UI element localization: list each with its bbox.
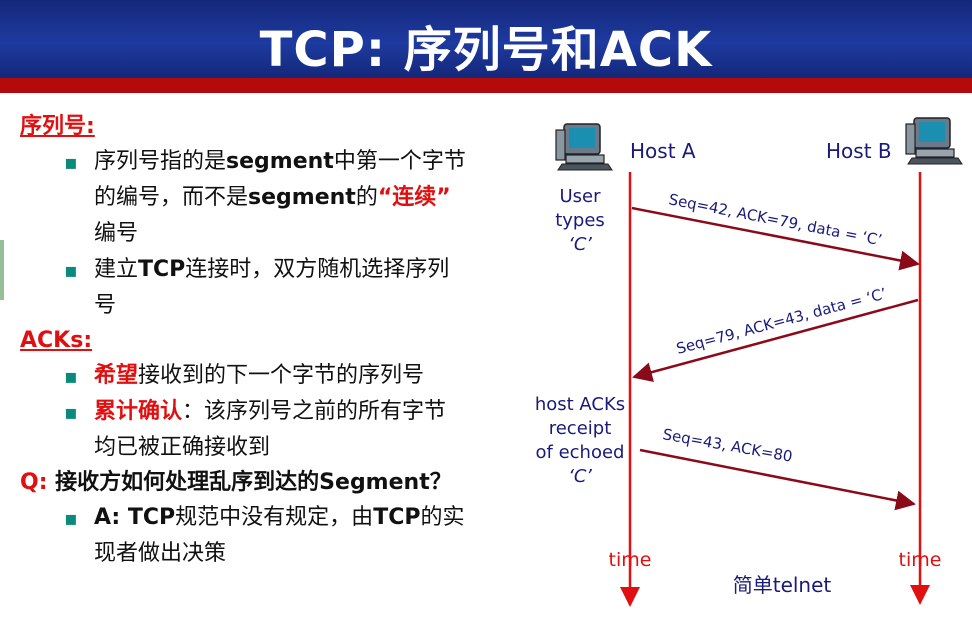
- text: ：该序列号之前的所有字节: [182, 399, 447, 424]
- text: TCP: [373, 505, 421, 530]
- message-2-arrow: [632, 298, 919, 382]
- host-a-label: Host A: [630, 139, 696, 163]
- left-edge-mark: [0, 240, 4, 300]
- text: segment: [226, 149, 334, 174]
- text: 的实: [420, 505, 465, 530]
- text: Q:: [20, 470, 48, 495]
- text: 累计确认: [94, 399, 183, 424]
- text: 接收到的下一个字节的序列号: [138, 363, 425, 388]
- message-1-arrow: [631, 206, 920, 271]
- title-underline-bar: [0, 78, 972, 93]
- page-title: TCP: 序列号和ACK: [259, 22, 713, 78]
- bullet-content: 序列号: 序列号指的是segment中第一个字节的编号，而不是segment的“…: [20, 110, 520, 572]
- user-types-line-2: types: [555, 210, 605, 231]
- host-b-label: Host B: [826, 139, 892, 163]
- text: TCP: [120, 505, 176, 530]
- time-label-a: time: [609, 549, 652, 571]
- text: 号: [94, 293, 117, 318]
- seq-bullets: 序列号指的是segment中第一个字节的编号，而不是segment的“连续”编号…: [20, 144, 520, 324]
- text: 希望: [94, 363, 139, 388]
- text: 编号: [94, 221, 139, 246]
- text: ？: [429, 470, 452, 495]
- user-types-line-3: ‘C’: [568, 234, 592, 255]
- diagram-caption: 简单telnet: [733, 573, 832, 597]
- tcp-sequence-diagram: Host A Host B User types ‘C’ Seq=42, ACK…: [535, 117, 963, 607]
- ack-heading: ACKs:: [20, 328, 93, 353]
- text: 均已被正确接收到: [94, 435, 271, 460]
- ack-bullet-1: 希望接收到的下一个字节的序列号: [20, 358, 520, 394]
- text: 规范中没有规定，由: [175, 505, 374, 530]
- user-types-line-1: User: [559, 186, 601, 207]
- host-acks-line-3: of echoed: [536, 442, 625, 463]
- host-acks-line-2: receipt: [549, 418, 612, 439]
- host-b-computer-icon: [905, 117, 963, 165]
- question-line: Q: 接收方如何处理乱序到达的Segment？: [20, 466, 520, 500]
- text: A:: [94, 505, 121, 530]
- text: 接收方如何处理乱序到达的: [47, 470, 320, 495]
- title-banner: TCP: 序列号和ACK: [0, 0, 972, 78]
- text: TCP: [138, 257, 186, 282]
- text: Segment: [319, 470, 430, 495]
- text: 的编号，而不是: [94, 185, 249, 210]
- message-3-arrow: [639, 448, 916, 511]
- text: 序列号指的是: [94, 149, 227, 174]
- seq-heading: 序列号:: [20, 114, 95, 139]
- time-label-b: time: [899, 549, 942, 571]
- text: segment: [248, 185, 356, 210]
- host-a-computer-icon: [555, 123, 613, 171]
- text: 连接时，双方随机选择序列: [185, 257, 450, 282]
- text: 建立: [94, 257, 139, 282]
- message-2-label: Seq=79, ACK=43, data = ‘C’: [674, 284, 888, 358]
- host-acks-line-1: host ACKs: [535, 394, 625, 415]
- message-3-label: Seq=43, ACK=80: [661, 425, 794, 466]
- text: 现者做出决策: [94, 541, 227, 566]
- text: “连续”: [377, 185, 451, 210]
- text: 的: [355, 185, 378, 210]
- message-1-label: Seq=42, ACK=79, data = ‘C’: [667, 190, 883, 249]
- text: 中第一个字节: [333, 149, 466, 174]
- host-acks-line-4: ‘C’: [568, 466, 592, 487]
